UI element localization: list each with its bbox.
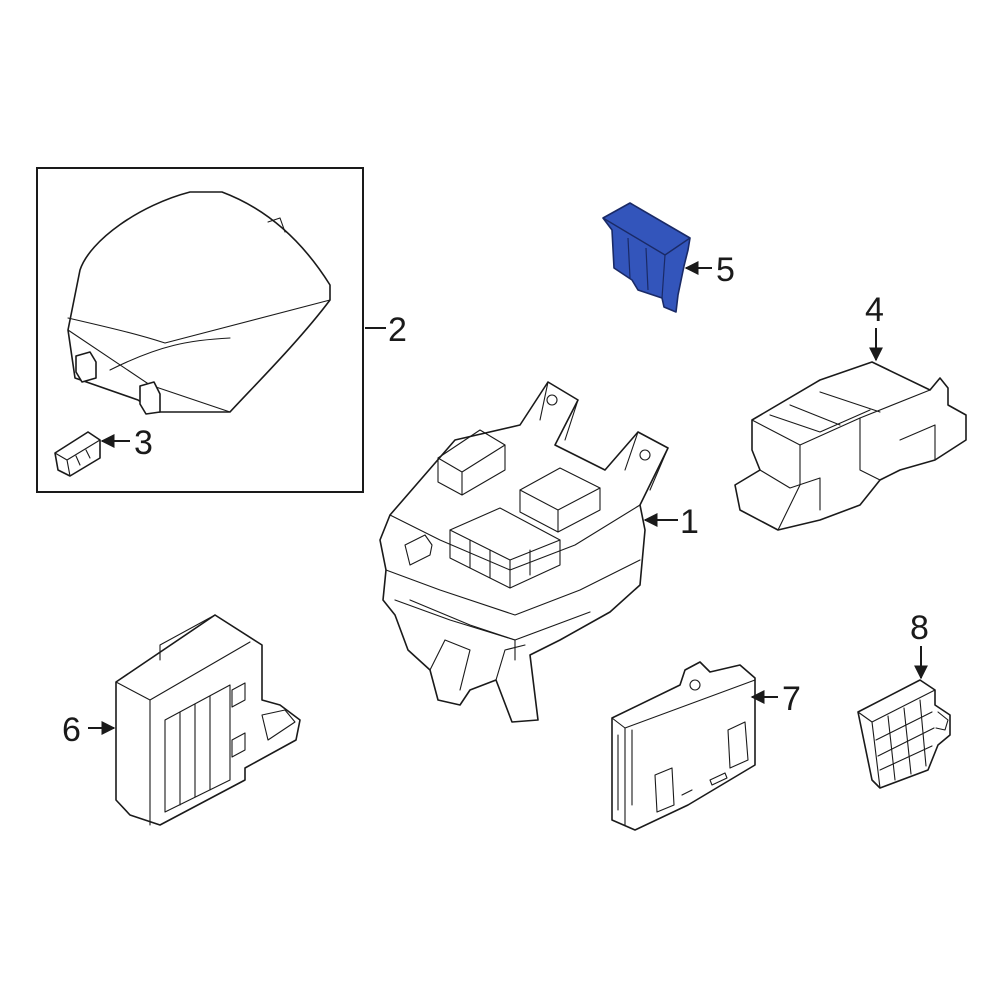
part-6-module[interactable] [115, 614, 301, 826]
part-8-connector[interactable] [857, 679, 951, 789]
part-1-fuse-box[interactable] [379, 381, 669, 723]
callout-8: 8 [910, 609, 929, 647]
callout-4: 4 [865, 291, 884, 329]
part-5-fuse[interactable] [602, 202, 691, 313]
callout-3: 3 [134, 424, 153, 462]
part-4-relay-block[interactable] [734, 361, 967, 531]
callout-2: 2 [388, 311, 407, 349]
callout-5: 5 [716, 251, 735, 289]
part-2-cover[interactable] [67, 191, 331, 415]
callout-6: 6 [62, 711, 81, 749]
callout-1: 1 [680, 503, 699, 541]
group-frame [36, 167, 364, 493]
part-3-clip[interactable] [54, 431, 101, 477]
callout-7: 7 [782, 680, 801, 718]
part-7-module[interactable] [611, 661, 756, 831]
